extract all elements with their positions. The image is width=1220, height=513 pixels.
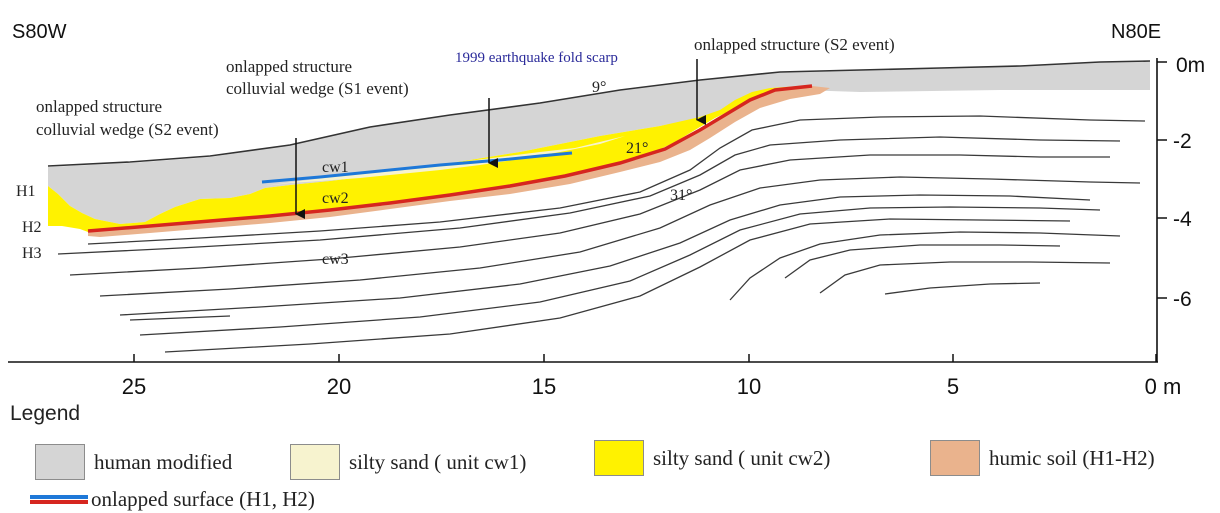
distance-label-0m: 0 m	[1145, 374, 1182, 399]
orientation-right: N80E	[1111, 21, 1161, 43]
depth-label-0: 0m	[1176, 54, 1205, 77]
silty-sand-cw1-layer	[265, 136, 625, 186]
ground-surface-line	[47, 60, 1151, 167]
dip-9-label: 9°	[592, 79, 606, 96]
dip-31-label: 31°	[670, 187, 692, 204]
silty-sand-cw2-swatch	[594, 440, 644, 476]
legend-item-humic-soil: humic soil (H1-H2)	[930, 440, 1155, 476]
humic-soil-layer	[88, 86, 830, 237]
distance-label-15: 15	[532, 374, 556, 399]
legend-item-human-modified: human modified	[35, 444, 232, 480]
unit-cw2-label: cw2	[322, 190, 349, 207]
onlap-s2-left-line1: onlapped structure	[36, 97, 162, 116]
distance-label-5: 5	[947, 374, 959, 399]
unit-cw1-label: cw1	[322, 159, 349, 176]
distance-label-20: 20	[327, 374, 351, 399]
x-axis-ticks	[133, 354, 1157, 362]
depth-label-6: -6	[1173, 288, 1192, 311]
onlap-s1-line2: colluvial wedge (S1 event)	[226, 79, 409, 98]
orientation-left: S80W	[12, 21, 67, 43]
eq-scarp-label: 1999 earthquake fold scarp	[455, 50, 618, 66]
onlap-s2-right-label: onlapped structure (S2 event)	[694, 35, 895, 54]
legend-label-silty-sand-cw2: silty sand ( unit cw2)	[653, 445, 831, 470]
stratigraphic-lines	[57, 115, 1146, 353]
unit-cw3-label: cw3	[322, 251, 349, 268]
horizon-h3-label: H3	[22, 245, 42, 262]
depth-label-4: -4	[1173, 208, 1192, 231]
distance-label-25: 25	[122, 374, 146, 399]
onlap-s1-line1: onlapped structure	[226, 57, 352, 76]
onlapped-surface-red-line	[87, 84, 813, 233]
onlapped-surface-blue-line	[261, 151, 573, 184]
horizon-h2-label: H2	[22, 219, 42, 236]
onlap-s2-left-line2: colluvial wedge (S2 event)	[36, 120, 219, 139]
depth-label-2: -2	[1173, 130, 1192, 153]
y-axis-ticks	[1157, 61, 1167, 299]
human-modified-swatch	[35, 444, 85, 480]
legend-label-humic-soil: humic soil (H1-H2)	[989, 445, 1155, 470]
silty-sand-cw2-layer	[48, 86, 812, 232]
legend-item-silty-sand-cw2: silty sand ( unit cw2)	[594, 440, 830, 476]
legend-item-onlapped-surface: onlapped surface (H1, H2)	[30, 487, 315, 512]
legend-label-silty-sand-cw1: silty sand ( unit cw1)	[349, 449, 527, 474]
horizon-h1-label: H1	[16, 183, 36, 200]
legend-label-human-modified: human modified	[94, 449, 233, 474]
silty-sand-cw1-swatch	[290, 444, 340, 480]
distance-label-10: 10	[737, 374, 761, 399]
dip-21-label: 21°	[626, 140, 648, 157]
legend-label-onlapped-surface: onlapped surface (H1, H2)	[91, 487, 315, 511]
humic-soil-swatch	[930, 440, 980, 476]
legend-item-silty-sand-cw1: silty sand ( unit cw1)	[290, 444, 526, 480]
onlapped-surface-swatch	[30, 494, 88, 505]
legend-title: Legend	[10, 402, 81, 425]
